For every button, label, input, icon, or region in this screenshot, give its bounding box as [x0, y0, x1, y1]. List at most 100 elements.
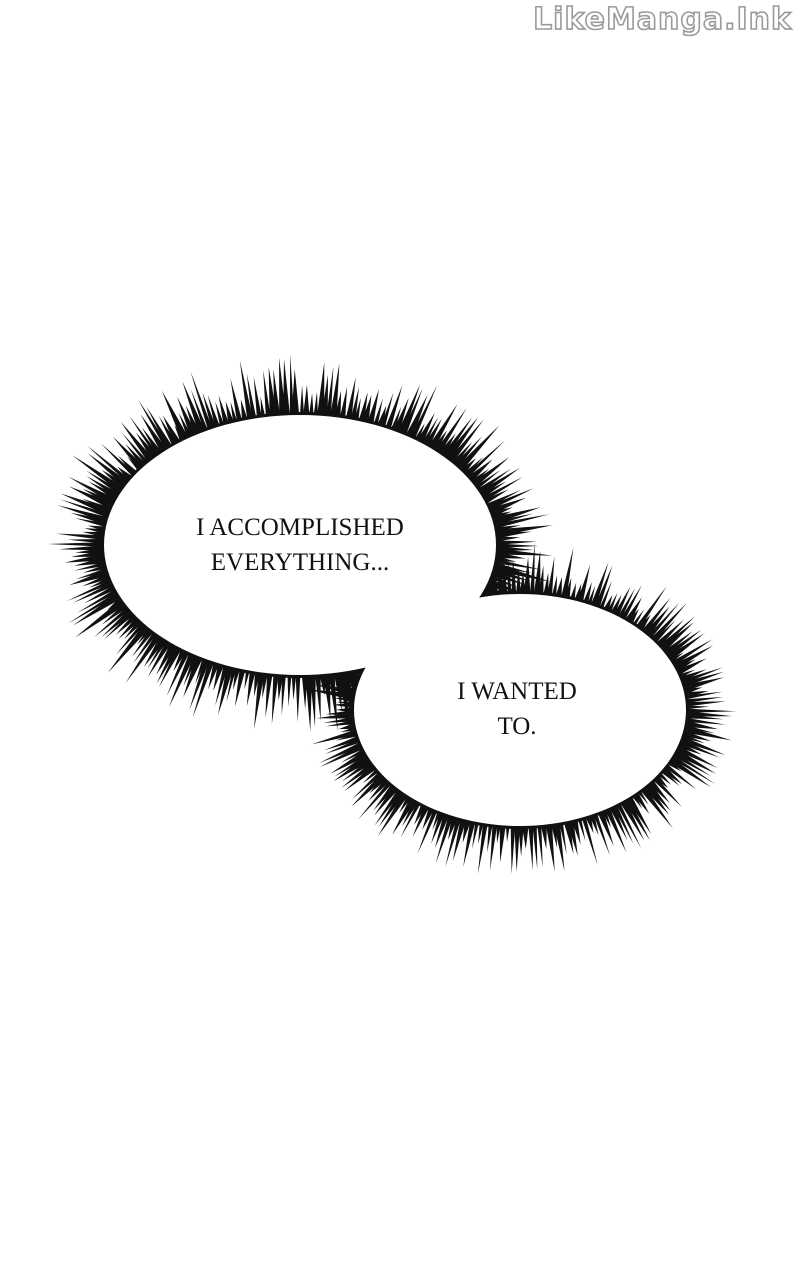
- spike: [379, 392, 394, 432]
- spike: [388, 406, 402, 436]
- spike: [460, 456, 484, 480]
- spike: [475, 467, 521, 499]
- spike: [70, 512, 112, 527]
- spike: [308, 393, 314, 420]
- spike: [489, 820, 498, 871]
- spike: [453, 425, 500, 475]
- spike: [166, 646, 192, 696]
- spike: [595, 806, 614, 846]
- spike: [87, 525, 110, 533]
- spike: [122, 432, 152, 468]
- spike: [246, 373, 258, 423]
- spike: [375, 405, 387, 432]
- spike: [374, 785, 405, 826]
- spike: [597, 580, 612, 614]
- spike: [215, 660, 230, 706]
- spike: [649, 773, 682, 808]
- spike: [124, 615, 146, 640]
- spike: [414, 412, 435, 448]
- spike: [680, 691, 723, 701]
- spike: [657, 765, 680, 787]
- spike: [671, 743, 718, 768]
- spike: [320, 671, 363, 688]
- spike: [338, 386, 348, 423]
- spike: [140, 414, 170, 457]
- spike: [681, 717, 726, 725]
- spike: [260, 396, 267, 422]
- spike: [141, 427, 165, 460]
- spike: [417, 805, 440, 854]
- spike: [147, 636, 174, 677]
- spike: [435, 810, 455, 864]
- spike: [633, 586, 667, 633]
- spike: [499, 821, 507, 863]
- spike: [118, 613, 144, 640]
- spike: [637, 783, 673, 829]
- spike: [115, 610, 141, 635]
- spike: [622, 597, 642, 627]
- bubble-1-line-1: I ACCOMPLISHED: [196, 514, 404, 541]
- spike: [253, 667, 262, 697]
- spike: [100, 443, 139, 480]
- spike: [129, 415, 162, 461]
- spike: [101, 605, 137, 638]
- spike: [277, 670, 285, 701]
- spike: [107, 620, 153, 673]
- spike: [374, 781, 402, 816]
- spike: [302, 384, 310, 420]
- spike: [419, 417, 439, 449]
- spike: [614, 798, 642, 849]
- spike: [86, 476, 124, 501]
- spike: [580, 812, 598, 865]
- spike: [502, 550, 508, 599]
- bubble-2-text: I WANTED TO.: [367, 674, 667, 744]
- spike: [168, 648, 198, 708]
- spike: [271, 669, 280, 725]
- spike: [672, 658, 707, 678]
- spike: [681, 713, 724, 720]
- spike: [183, 651, 205, 698]
- spike: [57, 505, 113, 525]
- spike: [507, 560, 513, 599]
- spike: [441, 417, 479, 465]
- spike: [313, 684, 361, 698]
- spike: [563, 577, 572, 604]
- spike: [583, 810, 594, 834]
- spike: [640, 606, 670, 641]
- spike: [314, 670, 321, 722]
- spike: [60, 499, 114, 520]
- spike: [72, 590, 125, 626]
- spike: [463, 816, 477, 867]
- spike: [87, 445, 134, 486]
- spike: [324, 734, 364, 751]
- spike: [545, 819, 555, 872]
- spike: [425, 403, 458, 454]
- spike: [617, 796, 645, 841]
- spike: [527, 821, 534, 871]
- spike: [116, 618, 148, 655]
- spike: [94, 603, 134, 638]
- spike: [319, 740, 367, 763]
- spike: [344, 377, 356, 424]
- spike: [291, 369, 300, 420]
- spike: [645, 776, 670, 804]
- spike: [344, 761, 381, 792]
- spike: [253, 376, 263, 423]
- spike: [434, 809, 452, 849]
- spike: [523, 557, 531, 599]
- spike: [301, 670, 308, 710]
- spike: [357, 392, 368, 427]
- site-watermark: LikeManga.Ink: [532, 1, 792, 38]
- spike: [640, 780, 670, 815]
- spike: [162, 415, 184, 449]
- spike: [47, 542, 108, 547]
- spike: [489, 561, 533, 574]
- spike: [240, 399, 249, 425]
- spike: [408, 385, 438, 444]
- spike: [681, 705, 710, 710]
- spike: [365, 389, 379, 429]
- spike: [445, 813, 463, 867]
- spike: [487, 819, 494, 853]
- spike: [190, 389, 210, 436]
- spike: [351, 770, 389, 807]
